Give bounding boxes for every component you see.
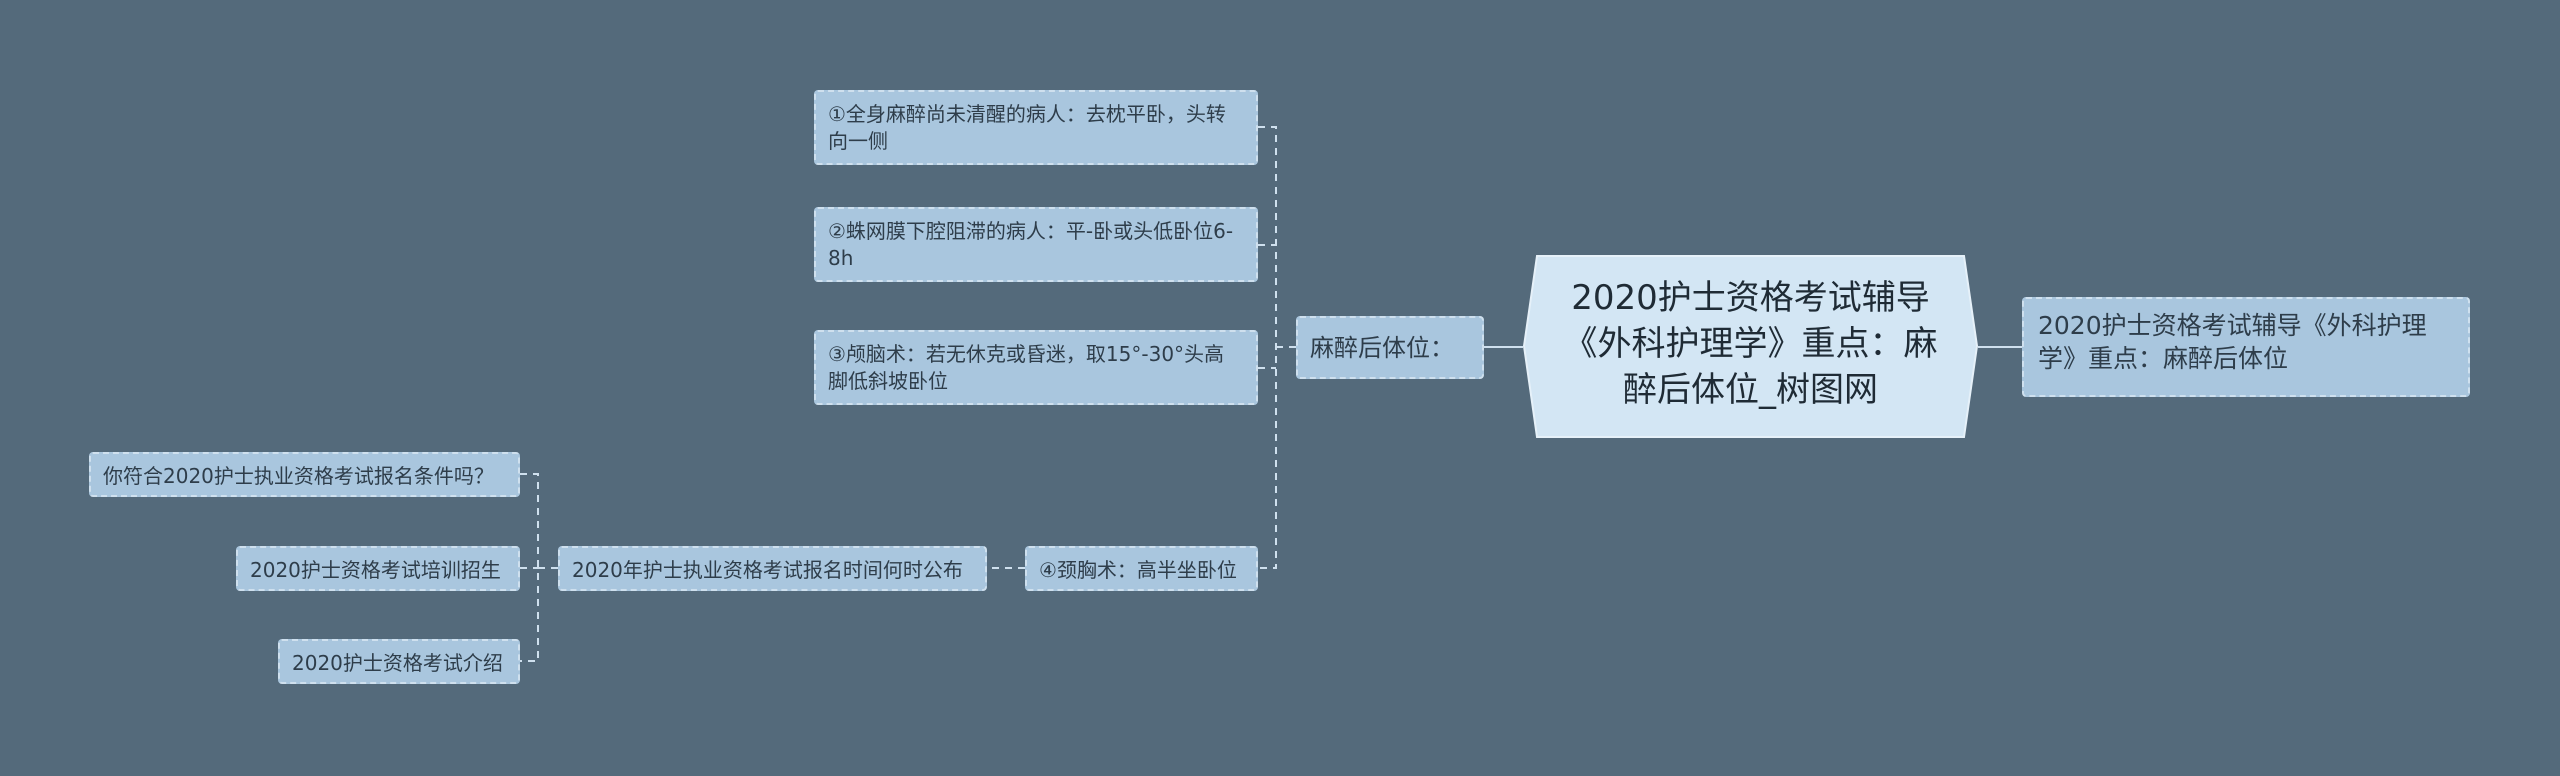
hub-node[interactable]: 麻醉后体位： <box>1296 316 1484 379</box>
root-node[interactable]: 2020护士资格考试辅导《外科护理学》重点：麻醉后体位_树图网 <box>1523 253 1978 440</box>
item-label-1: ①全身麻醉尚未清醒的病人：去枕平卧，头转向一侧 <box>828 102 1226 153</box>
related-node[interactable]: 2020年护士执业资格考试报名时间何时公布 <box>558 546 987 591</box>
item-label-2: ②蛛网膜下腔阻滞的病人：平-卧或头低卧位6-8h <box>828 219 1234 270</box>
related-child-3[interactable]: 2020护士资格考试介绍 <box>278 639 520 684</box>
item-label-4: ④颈胸术：高半坐卧位 <box>1039 558 1237 582</box>
right-child-label: 2020护士资格考试辅导《外科护理学》重点：麻醉后体位 <box>2038 311 2427 373</box>
item-node-4[interactable]: ④颈胸术：高半坐卧位 <box>1025 546 1258 591</box>
related-child-label-1: 你符合2020护士执业资格考试报名条件吗？ <box>103 464 494 488</box>
root-node-shape <box>1523 255 1978 438</box>
right-child-node[interactable]: 2020护士资格考试辅导《外科护理学》重点：麻醉后体位 <box>2022 297 2470 397</box>
item-node-2[interactable]: ②蛛网膜下腔阻滞的病人：平-卧或头低卧位6-8h <box>814 207 1258 282</box>
item-node-1[interactable]: ①全身麻醉尚未清醒的病人：去枕平卧，头转向一侧 <box>814 90 1258 165</box>
related-child-label-3: 2020护士资格考试介绍 <box>292 651 503 675</box>
hub-label: 麻醉后体位： <box>1310 334 1454 362</box>
related-child-2[interactable]: 2020护士资格考试培训招生 <box>236 546 520 591</box>
connector-related-vertical <box>520 473 539 662</box>
related-label: 2020年护士执业资格考试报名时间何时公布 <box>572 558 963 582</box>
item-label-3: ③颅脑术：若无休克或昏迷，取15°-30°头高脚低斜坡卧位 <box>828 342 1225 393</box>
item-node-3[interactable]: ③颅脑术：若无休克或昏迷，取15°-30°头高脚低斜坡卧位 <box>814 330 1258 405</box>
connector-hub-vertical <box>1258 126 1277 569</box>
related-child-label-2: 2020护士资格考试培训招生 <box>250 558 501 582</box>
related-child-1[interactable]: 你符合2020护士执业资格考试报名条件吗？ <box>89 452 520 497</box>
root-node-title: 2020护士资格考试辅导《外科护理学》重点：麻醉后体位_树图网 <box>1563 278 1938 410</box>
